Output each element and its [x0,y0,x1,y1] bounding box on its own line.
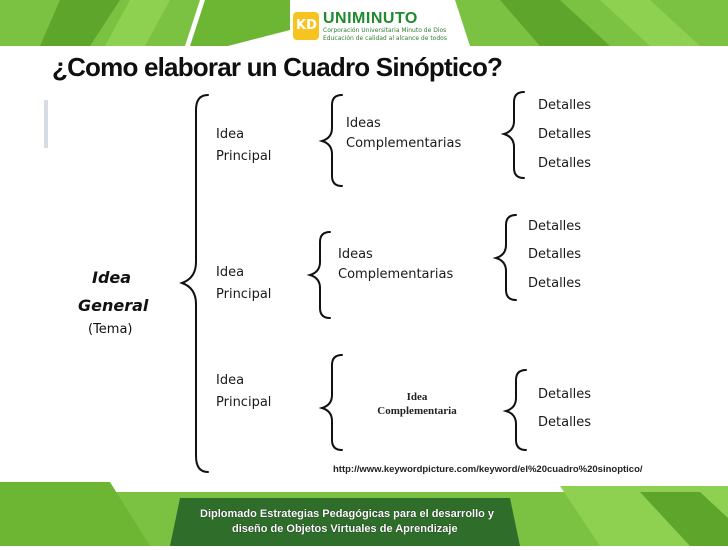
header-banner: KD UNIMINUTO Corporación Universitaria M… [0,0,728,46]
footer-banner [0,478,728,546]
brace-details-1 [500,91,525,179]
slide-title: ¿Como elaborar un Cuadro Sinóptico? [52,52,503,82]
general-idea-line2: General [78,296,149,315]
logo-mark: KD [293,12,319,40]
main-idea-1-line2: Principal [216,149,272,164]
main-brace [179,94,209,473]
main-idea-3-line2: Principal [216,395,272,410]
detail-3-2: Detalles [538,415,592,430]
brace-details-2 [492,214,517,301]
main-idea-1-line1: Idea [216,127,245,142]
complementary-3-line2: Complementaria [377,405,457,417]
main-idea-2-line2: Principal [216,287,272,302]
footer-line-1: Diplomado Estrategias Pedagógicas para e… [200,508,495,520]
complementary-1-line2: Complementarias [346,136,462,151]
detail-1-2: Detalles [538,127,592,142]
header-pattern [0,0,728,46]
detail-2-2: Detalles [528,247,582,262]
complementary-2-line2: Complementarias [338,267,454,282]
logo-subtitle-1: Corporación Universitaria Minuto de Dios [323,27,447,34]
main-idea-2-line1: Idea [216,265,245,280]
decorative-stripe [44,100,48,148]
brace-branch-1 [318,94,343,187]
detail-2-3: Detalles [528,276,582,291]
detail-1-3: Detalles [538,156,592,171]
detail-1-1: Detalles [538,98,592,113]
footer-pattern [0,478,728,546]
complementary-2-line1: Ideas [338,247,373,262]
detail-2-1: Detalles [528,219,582,234]
complementary-3-line1: Idea [406,391,428,403]
general-idea-tema: (Tema) [88,322,133,337]
source-url: http://www.keywordpicture.com/keyword/el… [333,464,643,475]
uniminuto-logo: KD UNIMINUTO Corporación Universitaria M… [291,10,447,46]
main-idea-3-line1: Idea [216,373,245,388]
general-idea-line1: Idea [92,268,132,287]
logo-name: UNIMINUTO [323,10,418,27]
detail-3-1: Detalles [538,387,592,402]
logo-subtitle-2: Educación de calidad al alcance de todos [323,35,447,42]
brace-details-3 [502,369,527,451]
complementary-1-line1: Ideas [346,116,381,131]
brace-branch-3 [318,354,343,451]
footer-line-2: diseño de Objetos Virtuales de Aprendiza… [232,523,458,535]
brace-branch-2 [306,231,331,319]
